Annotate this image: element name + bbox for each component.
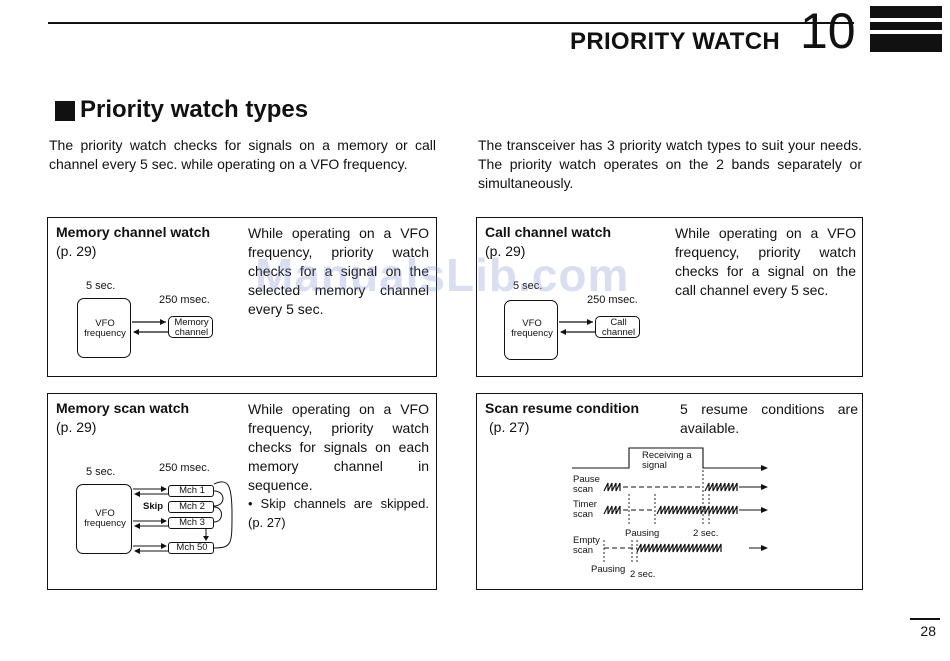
memory-scan-arrows bbox=[133, 481, 233, 554]
vfo-box: VFO frequency bbox=[76, 484, 132, 554]
box-description: While operating on a VFO frequency, prio… bbox=[675, 225, 856, 298]
pausing-label-timer: Pausing bbox=[625, 528, 660, 539]
vfo-label: VFO frequency bbox=[84, 508, 126, 529]
box-title: Scan resume condition bbox=[485, 400, 640, 416]
mch3-box: Mch 3 bbox=[168, 517, 214, 529]
box-title: Memory scan watch bbox=[56, 400, 190, 416]
memory-channel-watch-box: Memory channel watch (p. 29) While opera… bbox=[47, 217, 437, 377]
box-title: Call channel watch bbox=[485, 224, 612, 240]
call-channel-watch-box: Call channel watch (p. 29) While operati… bbox=[476, 217, 863, 377]
page-number: 28 bbox=[920, 623, 936, 639]
vfo-box: VFO frequency bbox=[77, 298, 131, 358]
watermark: ManualsLib.com bbox=[255, 249, 630, 301]
box-title: Memory channel watch bbox=[56, 224, 211, 240]
call-channel-box: Call channel bbox=[595, 316, 640, 338]
duration-label: 250 msec. bbox=[587, 294, 638, 306]
call-channel-label: Call channel bbox=[601, 317, 636, 338]
two-sec-label-timer: 2 sec. bbox=[693, 528, 719, 539]
box-description: 5 resume conditions are available. bbox=[680, 401, 858, 436]
section-title: Priority watch types bbox=[80, 96, 309, 123]
pausing-label-empty: Pausing bbox=[591, 564, 626, 575]
timer-scan-label: Timer scan bbox=[573, 499, 597, 520]
page-ref: (p. 29) bbox=[485, 243, 526, 259]
chapter-bar-top bbox=[870, 6, 942, 18]
duration-label: 250 msec. bbox=[159, 462, 210, 474]
page-ref: (p. 29) bbox=[56, 419, 97, 435]
memory-scan-watch-box: Memory scan watch (p. 29) While operatin… bbox=[47, 393, 437, 590]
intro-right: The transceiver has 3 priority watch typ… bbox=[478, 137, 862, 191]
memory-channel-arrows bbox=[132, 319, 168, 335]
call-channel-arrows bbox=[559, 319, 595, 335]
interval-label: 5 sec. bbox=[513, 280, 543, 292]
mch50-box: Mch 50 bbox=[168, 542, 214, 554]
box-description: While operating on a VFO frequency, prio… bbox=[248, 225, 429, 317]
memory-channel-box: Memory channel bbox=[168, 316, 213, 338]
scan-resume-timing-diagram bbox=[572, 447, 768, 564]
two-sec-label-empty: 2 sec. bbox=[630, 569, 656, 580]
mch2-label: Mch 2 bbox=[179, 501, 205, 512]
box-note: • Skip channels are skipped. (p. 27) bbox=[248, 496, 429, 530]
chapter-bar-bottom bbox=[870, 34, 942, 52]
chapter-number: 10 bbox=[800, 3, 856, 59]
vfo-box: VFO frequency bbox=[504, 300, 558, 360]
mch3-label: Mch 3 bbox=[179, 517, 205, 528]
mch50-label: Mch 50 bbox=[176, 542, 208, 553]
memory-channel-label: Memory channel bbox=[174, 317, 209, 338]
duration-label: 250 msec. bbox=[159, 294, 210, 306]
scan-resume-condition-box: Scan resume condition (p. 27) 5 resume c… bbox=[476, 393, 863, 590]
page-ref: (p. 29) bbox=[56, 243, 97, 259]
section-bullet-icon bbox=[55, 101, 75, 121]
chapter-title: PRIORITY WATCH bbox=[570, 28, 780, 55]
header-rule bbox=[48, 22, 854, 24]
intro-left: The priority watch checks for signals on… bbox=[49, 137, 436, 172]
skip-label: Skip bbox=[143, 501, 164, 512]
empty-scan-label: Empty scan bbox=[573, 535, 600, 556]
vfo-label: VFO frequency bbox=[511, 318, 553, 339]
receiving-label: Receiving a signal bbox=[642, 450, 692, 471]
interval-label: 5 sec. bbox=[86, 466, 116, 478]
chapter-bar-mid bbox=[870, 22, 942, 30]
interval-label: 5 sec. bbox=[86, 280, 116, 292]
pause-scan-label: Pause scan bbox=[573, 474, 600, 495]
mch2-box: Mch 2 bbox=[168, 501, 214, 513]
mch1-label: Mch 1 bbox=[179, 485, 205, 496]
box-description: While operating on a VFO frequency, prio… bbox=[248, 401, 429, 493]
page-ref: (p. 27) bbox=[489, 419, 530, 435]
mch1-box: Mch 1 bbox=[168, 485, 214, 497]
vfo-label: VFO frequency bbox=[84, 318, 126, 339]
page-number-rule bbox=[910, 618, 940, 620]
